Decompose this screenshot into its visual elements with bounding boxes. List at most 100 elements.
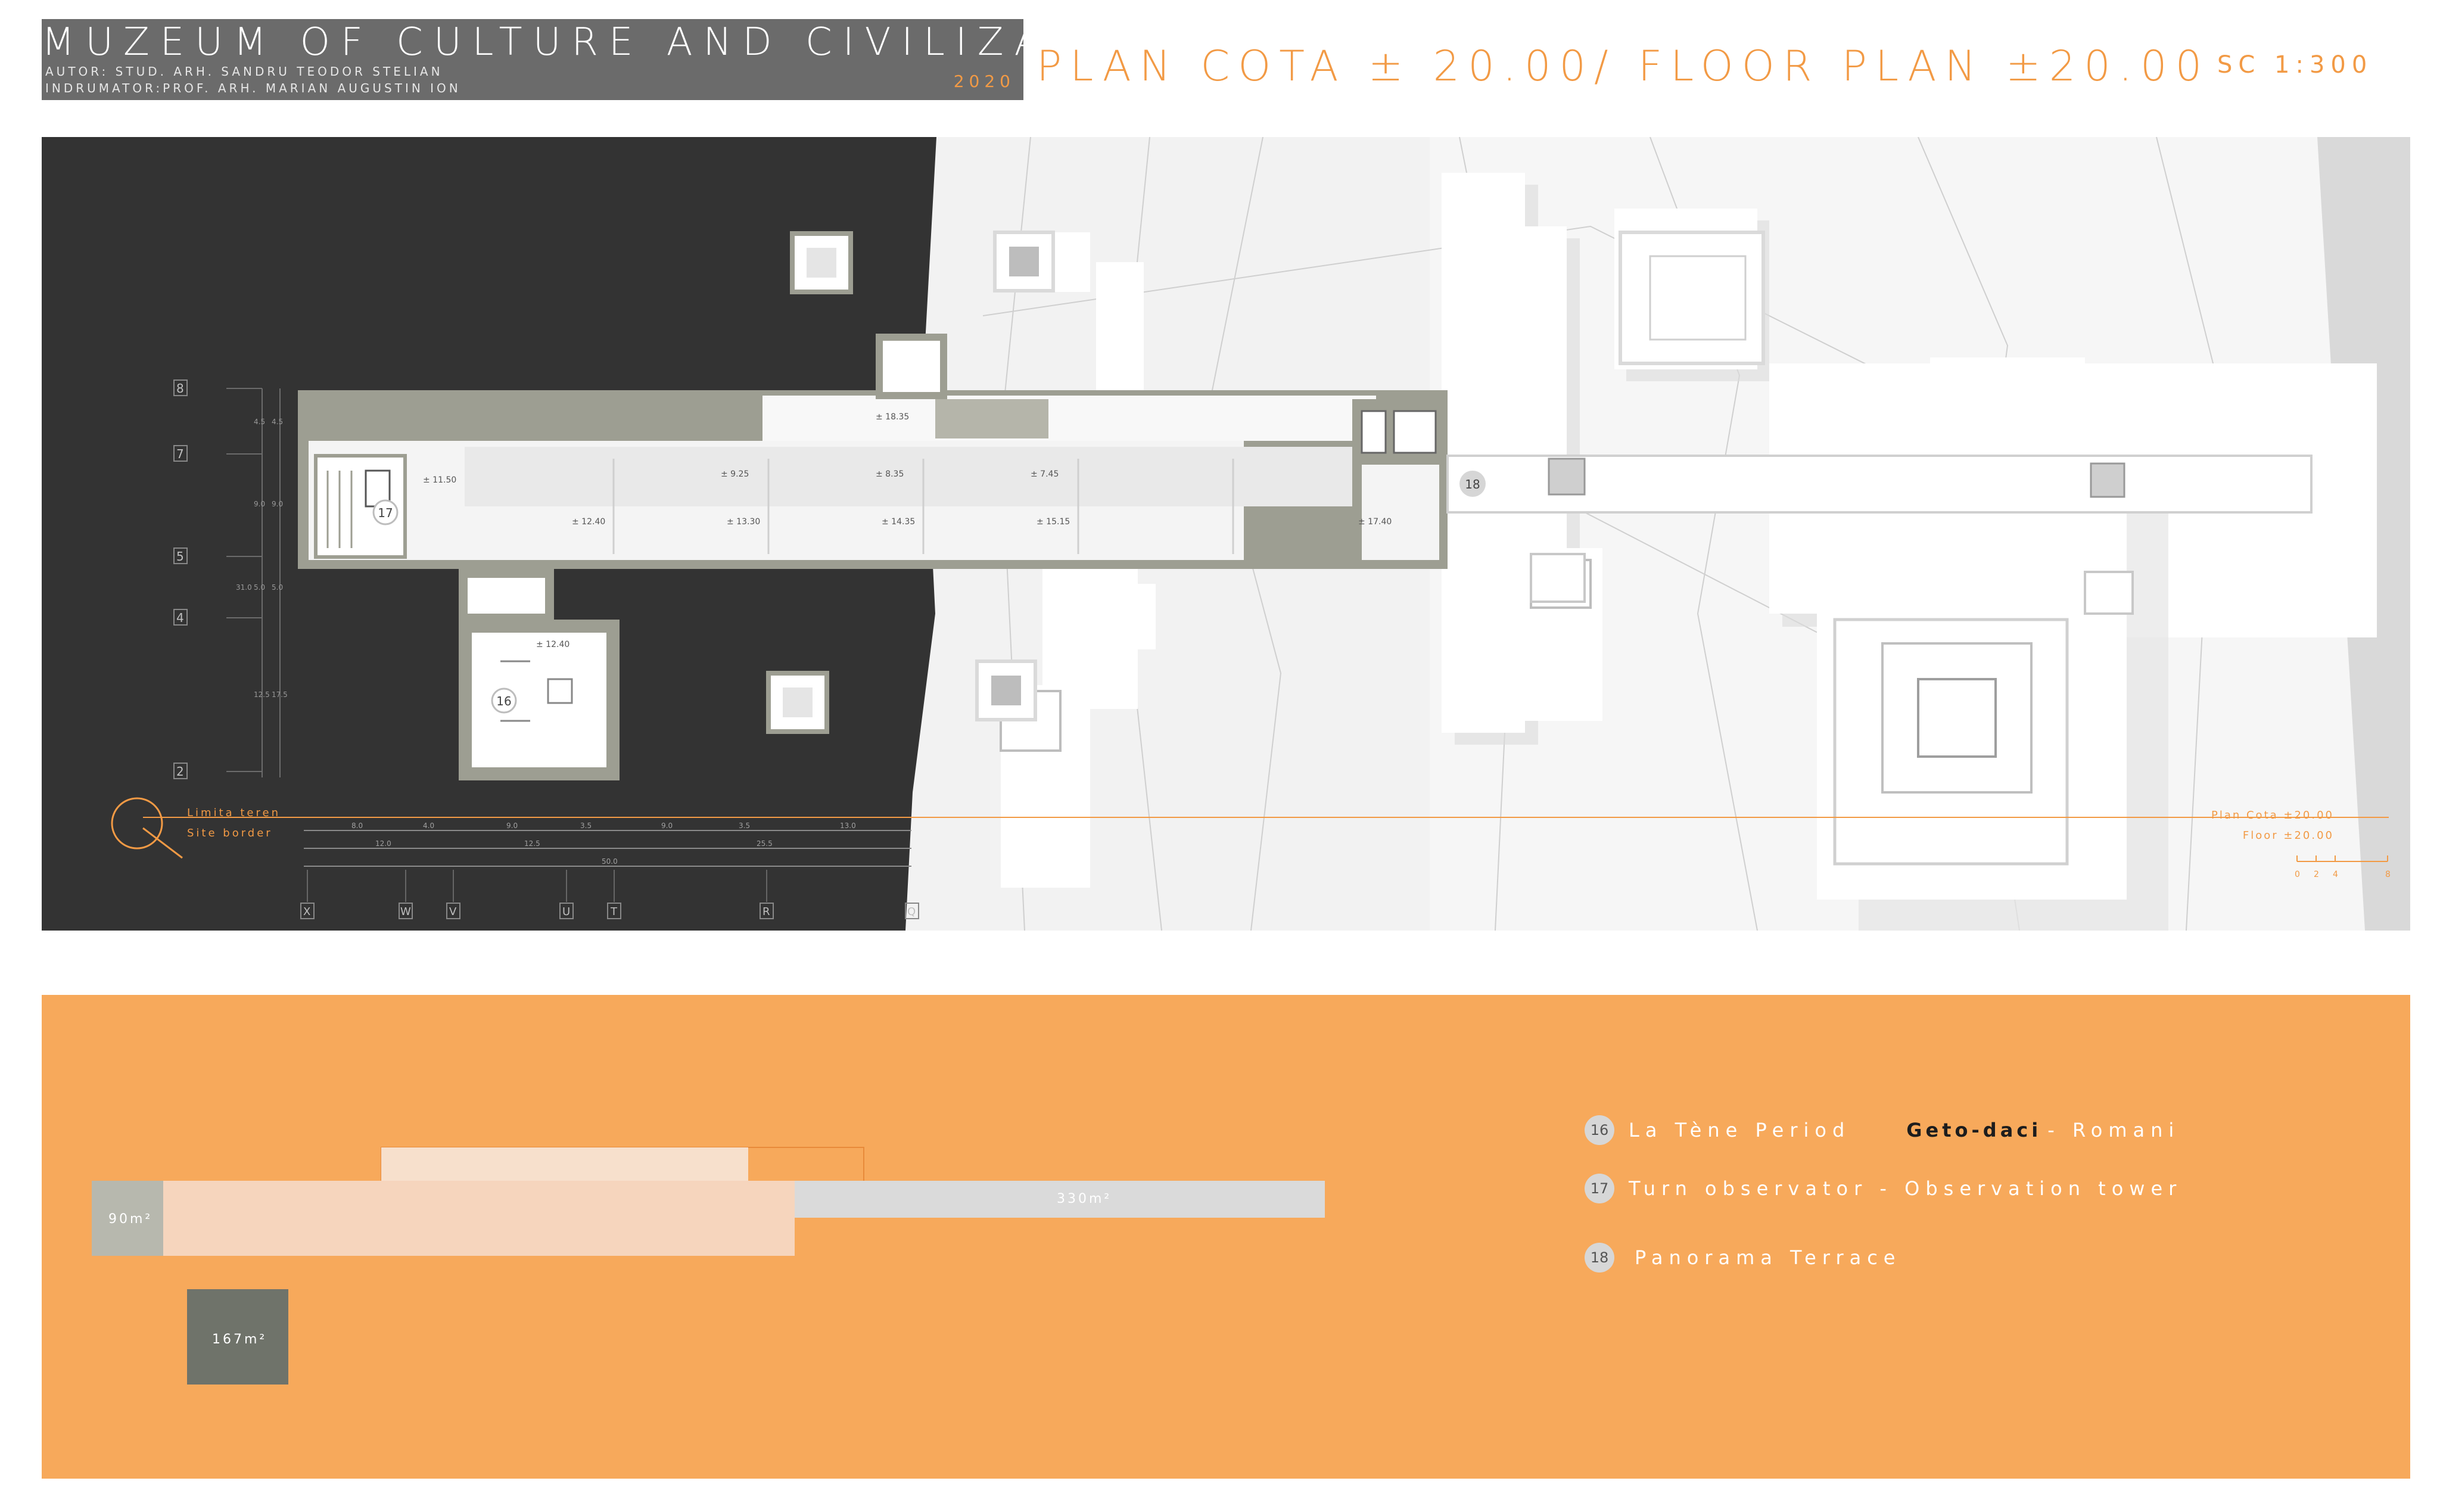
coordinator-line: INDRUMATOR:PROF. ARH. MARIAN AUGUSTIN IO… xyxy=(45,81,461,95)
col-dim-total: 50.0 xyxy=(602,857,618,866)
row-axis-labels: 8 7 5 4 2 xyxy=(173,379,188,779)
room-tag-18: 18 xyxy=(1465,477,1480,491)
row-8: 8 xyxy=(176,381,184,396)
legend-row-18: 18 Panorama Terrace xyxy=(1585,1243,1901,1273)
row-dim-inner-3: 5.0 xyxy=(272,583,283,592)
row-dim-outer-2: 9.0 xyxy=(254,500,265,508)
plan-scale: SC 1:300 xyxy=(2217,51,2373,79)
museum-title: MUZEUM OF CULTURE AND CIVILIZATION xyxy=(42,20,1184,64)
row-4: 4 xyxy=(176,611,184,625)
row-dim-inner-1: 4.5 xyxy=(272,418,283,426)
elev-6: ± 14.35 xyxy=(882,517,915,527)
level-label-ro: Plan Cota ±20.00 xyxy=(2211,809,2334,822)
elev-7: ± 7.45 xyxy=(1031,469,1059,479)
col-dim-mid-3: 25.5 xyxy=(757,839,773,848)
row-5: 5 xyxy=(176,549,184,564)
area-label-330: 330m² xyxy=(1057,1191,1112,1206)
room-tag-17: 17 xyxy=(378,506,393,520)
column-dimensions: 8.0 4.0 9.0 3.5 9.0 3.5 13.0 12.0 12.5 2… xyxy=(351,822,856,866)
site-border-ro: Limita teren xyxy=(187,807,281,819)
elev-3: ± 9.25 xyxy=(721,469,749,479)
elev-10: ± 18.35 xyxy=(876,412,909,422)
col-W: W xyxy=(400,906,411,918)
panorama-terrace xyxy=(1446,455,2313,514)
title-block: MUZEUM OF CULTURE AND CIVILIZATION AUTOR… xyxy=(42,19,1184,100)
legend-text-16b: Geto-daci xyxy=(1906,1119,2042,1141)
legend-num-18: 18 xyxy=(1585,1243,1614,1273)
col-dim-top-3: 9.0 xyxy=(506,822,518,830)
scale-bar: 0 2 4 8 xyxy=(2295,855,2391,879)
row-dim-outer-3: 5.0 xyxy=(254,583,265,592)
column-dimension-lines xyxy=(304,830,911,867)
row-dimension-lines xyxy=(226,388,281,777)
col-dim-top-6: 3.5 xyxy=(739,822,750,830)
scale-tick-0: 0 xyxy=(2295,870,2300,879)
col-X: X xyxy=(303,906,310,918)
col-dim-top-7: 13.0 xyxy=(840,822,856,830)
row-2: 2 xyxy=(176,764,184,779)
row-dimensions: 4.5 9.0 5.0 12.5 4.5 9.0 5.0 17.5 31.0 xyxy=(236,418,288,699)
elev-2: ± 12.40 xyxy=(572,517,605,527)
floor-plan: ± 11.50 ± 12.40 ± 9.25 ± 13.30 ± 8.35 ± … xyxy=(42,137,2410,931)
elev-4: ± 13.30 xyxy=(727,517,760,527)
row-dim-inner-4: 17.5 xyxy=(272,690,288,699)
museum-building xyxy=(298,334,2313,780)
area-block-top xyxy=(381,1147,748,1183)
col-T: T xyxy=(610,906,618,918)
elev-8: ± 15.15 xyxy=(1037,517,1070,527)
row-dim-total: 31.0 xyxy=(236,583,252,592)
gallery-partitions xyxy=(612,459,1234,554)
col-V: V xyxy=(449,906,457,918)
row-dim-outer-4: 12.5 xyxy=(254,690,270,699)
area-block-330 xyxy=(795,1181,1325,1218)
area-label-90: 90m² xyxy=(108,1212,153,1227)
col-dim-top-5: 9.0 xyxy=(661,822,673,830)
area-diagram xyxy=(92,1147,1325,1385)
legend-text-16a: La Tène Period xyxy=(1629,1119,1851,1141)
column-axis-ticks xyxy=(307,870,767,902)
col-dim-mid-1: 12.0 xyxy=(375,839,391,848)
legend-text-16c: - Romani xyxy=(2047,1119,2180,1141)
row-7: 7 xyxy=(176,447,184,461)
year: 2020 xyxy=(953,71,1015,91)
area-diagram-panel: 90m² 330m² 167m² 16 La Tène Period Geto-… xyxy=(42,995,2410,1479)
skylights xyxy=(766,231,2134,866)
area-label-167: 167m² xyxy=(212,1332,267,1347)
plan-title: PLAN COTA ± 20.00/ FLOOR PLAN ±20.00 xyxy=(1037,42,2211,91)
site-border-en: Site border xyxy=(187,827,273,839)
col-dim-mid-2: 12.5 xyxy=(524,839,540,848)
scale-tick-4: 4 xyxy=(2333,870,2338,879)
row-dim-outer-1: 4.5 xyxy=(254,418,265,426)
elev-9: ± 17.40 xyxy=(1358,517,1392,527)
scale-tick-2: 2 xyxy=(2314,870,2319,879)
scale-tick-8: 8 xyxy=(2385,870,2391,879)
ramp-strip xyxy=(465,447,1364,506)
row-dim-inner-2: 9.0 xyxy=(272,500,283,508)
area-block-90 xyxy=(92,1181,163,1256)
hatch-zone xyxy=(935,399,1048,438)
level-labels-right: Plan Cota ±20.00 Floor ±20.00 xyxy=(2211,809,2334,842)
column-axis-labels: X W V U T R Q xyxy=(300,903,919,919)
legend-num-16: 16 xyxy=(1585,1115,1614,1145)
area-block-main xyxy=(92,1181,795,1256)
room-tags: 17 16 18 xyxy=(372,471,1486,714)
site-border: Limita teren Site border xyxy=(111,797,2389,859)
col-dim-top-1: 8.0 xyxy=(351,822,363,830)
elev-11: ± 12.40 xyxy=(536,640,569,649)
room-tag-16: 16 xyxy=(496,694,511,708)
legend-row-17: 17 Turn observator - Observation tower xyxy=(1585,1174,2182,1203)
legend-text-18: Panorama Terrace xyxy=(1635,1246,1901,1269)
legend-text-17: Turn observator - Observation tower xyxy=(1629,1177,2183,1200)
area-block-167 xyxy=(187,1289,288,1385)
elev-1: ± 11.50 xyxy=(423,475,456,485)
col-U: U xyxy=(562,906,570,918)
legend-row-16: 16 La Tène Period Geto-daci - Romani xyxy=(1585,1115,2180,1145)
author-line: AUTOR: STUD. ARH. SANDRU TEODOR STELIAN xyxy=(45,64,443,79)
col-R: R xyxy=(762,906,770,918)
legend-num-17: 17 xyxy=(1585,1174,1614,1203)
level-label-en: Floor ±20.00 xyxy=(2243,829,2334,842)
col-Q: Q xyxy=(907,906,916,918)
col-dim-top-2: 4.0 xyxy=(423,822,434,830)
col-dim-top-4: 3.5 xyxy=(580,822,592,830)
elev-5: ± 8.35 xyxy=(876,469,904,479)
